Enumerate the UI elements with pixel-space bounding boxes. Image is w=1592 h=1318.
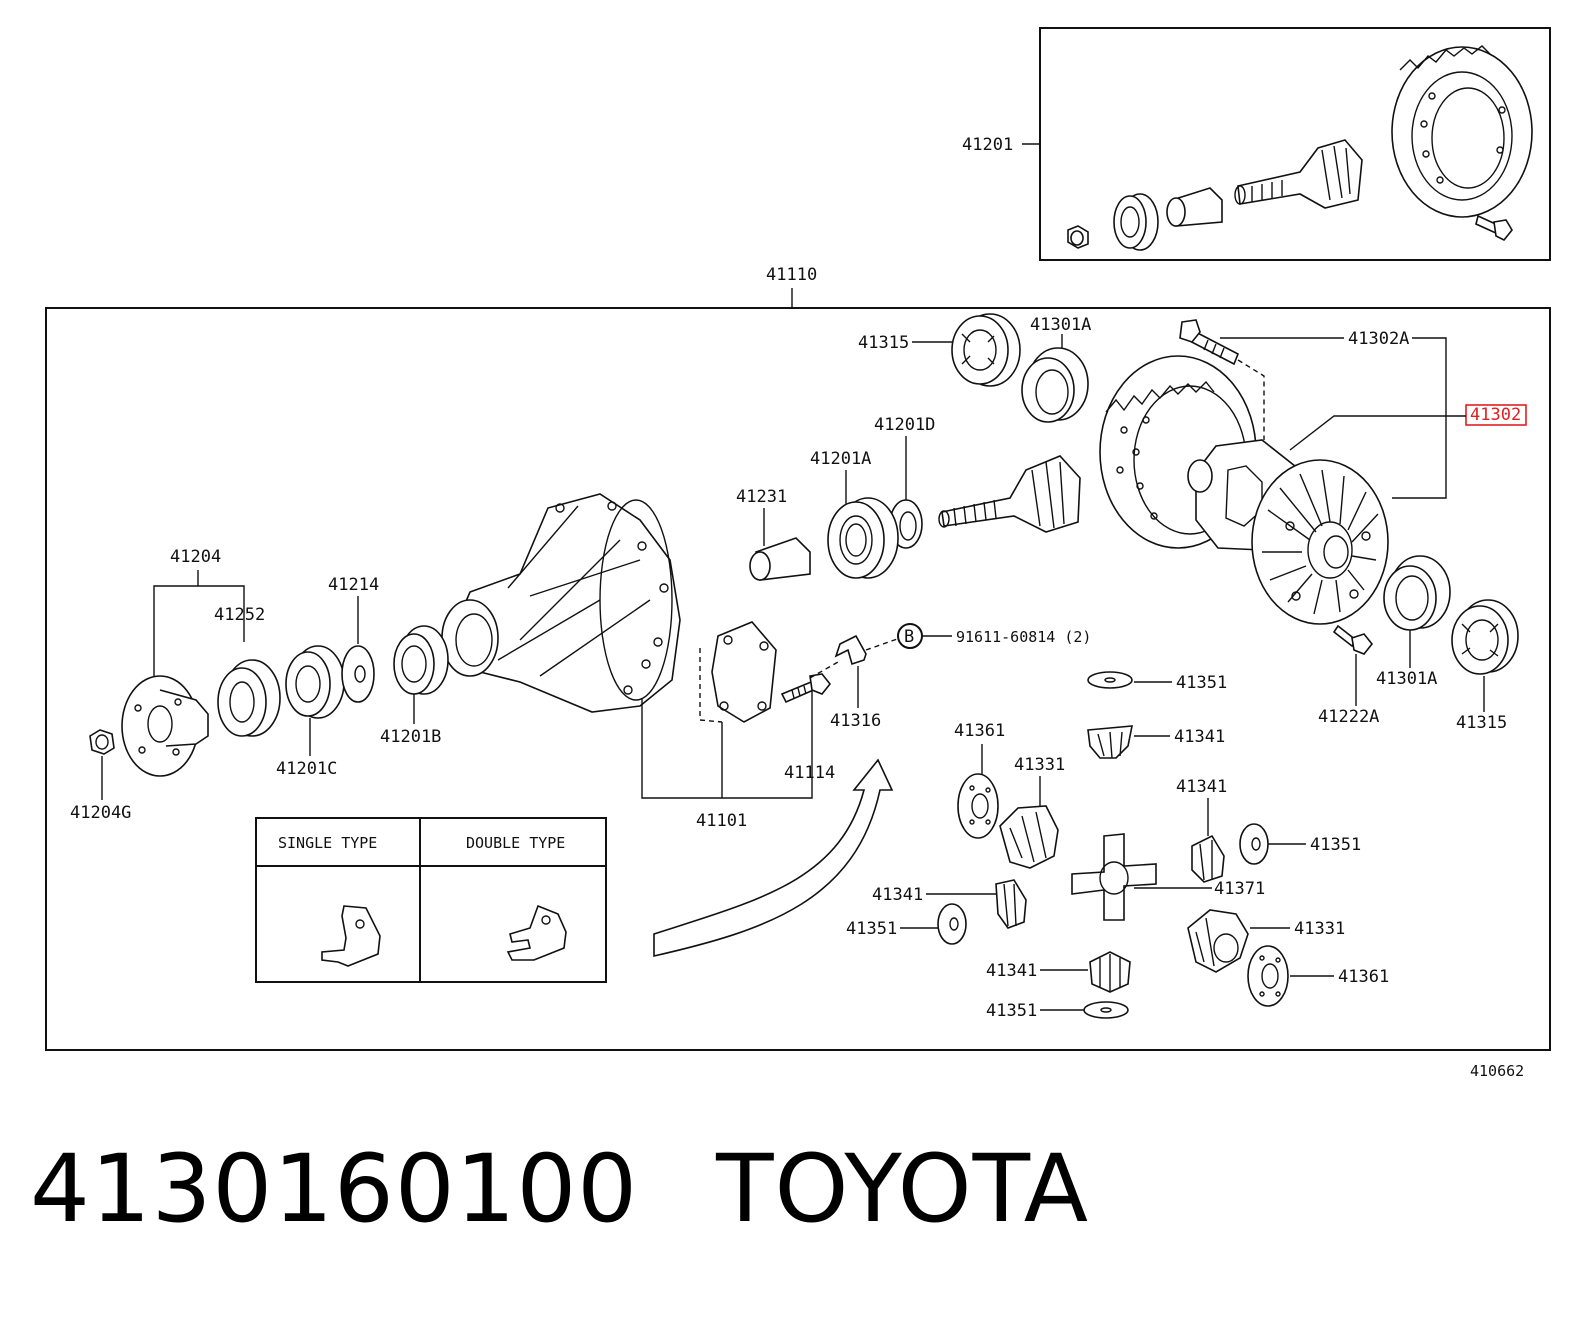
part-41341-pinion-3 (995, 879, 1027, 929)
part-41204-flange (121, 675, 209, 777)
part-41315-bottom-bearing (1451, 599, 1519, 675)
part-41316-lock (834, 634, 867, 666)
part-41201A-bearing (827, 497, 899, 579)
part-41231-spacer (749, 537, 811, 581)
part-diff-cover (1251, 459, 1389, 625)
part-41341-pinion-1 (1087, 725, 1133, 759)
label-41341-2[interactable]: 41341 (1176, 777, 1227, 797)
label-41315-top[interactable]: 41315 (858, 333, 909, 353)
inset-ring-gear (1391, 45, 1533, 218)
label-41204G[interactable]: 41204G (70, 803, 131, 823)
label-41204[interactable]: 41204 (170, 547, 221, 567)
label-41331-1[interactable]: 41331 (1014, 755, 1065, 775)
label-41201D[interactable]: 41201D (874, 415, 935, 435)
type-table: SINGLE TYPE DOUBLE TYPE (255, 817, 607, 983)
highlight-41302 (1465, 404, 1527, 426)
ref-B-letter: B (904, 627, 914, 647)
label-41351-2[interactable]: 41351 (1310, 835, 1361, 855)
footer-brand: TOYOTA (716, 1135, 1090, 1244)
inset-pinion (1234, 139, 1363, 209)
label-41316[interactable]: 41316 (830, 711, 881, 731)
label-41214[interactable]: 41214 (328, 575, 379, 595)
inset-nut (1067, 225, 1089, 249)
label-41371[interactable]: 41371 (1214, 879, 1265, 899)
part-41331-side-gear-2 (1187, 909, 1249, 973)
part-41214-washer (341, 645, 375, 703)
label-41351-3[interactable]: 41351 (846, 919, 897, 939)
part-41114-bolt (780, 673, 832, 704)
label-41201B[interactable]: 41201B (380, 727, 441, 747)
label-41341-1[interactable]: 41341 (1174, 727, 1225, 747)
label-41201C[interactable]: 41201C (276, 759, 337, 779)
table-header-single: SINGLE TYPE (278, 834, 377, 852)
part-41252-deflector (217, 659, 281, 737)
part-41361-washer-1 (957, 773, 999, 839)
label-91611-60814[interactable]: 91611-60814 (2) (956, 628, 1091, 646)
label-41101[interactable]: 41101 (696, 811, 747, 831)
label-41301A-bottom[interactable]: 41301A (1376, 669, 1437, 689)
label-41201A[interactable]: 41201A (810, 449, 871, 469)
label-41302[interactable]: 41302 (1470, 405, 1521, 425)
label-41351-4[interactable]: 41351 (986, 1001, 1037, 1021)
label-41252[interactable]: 41252 (214, 605, 265, 625)
label-41201[interactable]: 41201 (962, 135, 1013, 155)
label-41302A[interactable]: 41302A (1348, 329, 1409, 349)
label-41231[interactable]: 41231 (736, 487, 787, 507)
main-box (45, 307, 1551, 1051)
part-41301A-top-race (1021, 347, 1089, 423)
diagram-number: 410662 (1470, 1062, 1524, 1080)
part-41351-washer-2 (1239, 823, 1269, 865)
part-41361-washer-2 (1247, 945, 1289, 1007)
label-41315-bottom[interactable]: 41315 (1456, 713, 1507, 733)
footer-caption: 4130160100 TOYOTA (30, 1135, 1167, 1244)
part-41222A-bolt (1332, 624, 1374, 655)
part-41351-washer-4 (1083, 1001, 1129, 1019)
single-type-lock (321, 905, 381, 967)
footer-part-number: 4130160100 (30, 1135, 639, 1244)
double-type-lock (506, 904, 567, 961)
part-41351-washer-1 (1087, 671, 1133, 689)
part-41201C-seal (285, 645, 345, 719)
arrow (653, 758, 894, 958)
label-41114[interactable]: 41114 (784, 763, 835, 783)
part-41204G-nut (89, 729, 115, 755)
label-41331-2[interactable]: 41331 (1294, 919, 1345, 939)
part-bearing-cap (711, 621, 777, 723)
part-41301A-bottom-race (1383, 555, 1451, 631)
label-41361-1[interactable]: 41361 (954, 721, 1005, 741)
part-41302A-bolt (1179, 319, 1240, 366)
part-41351-washer-3 (937, 903, 967, 945)
part-pinion-gear (938, 455, 1081, 533)
inset-bolt (1475, 214, 1513, 242)
inset-spacer (1166, 187, 1223, 227)
label-41301A-top[interactable]: 41301A (1030, 315, 1091, 335)
label-41351-1[interactable]: 41351 (1176, 673, 1227, 693)
label-41341-4[interactable]: 41341 (986, 961, 1037, 981)
label-41222A[interactable]: 41222A (1318, 707, 1379, 727)
table-header-double: DOUBLE TYPE (466, 834, 565, 852)
part-41201B-bearing (393, 625, 449, 695)
part-41331-side-gear-1 (999, 805, 1059, 869)
part-41371-spider (1071, 833, 1157, 921)
part-41341-pinion-4 (1089, 951, 1131, 993)
part-41341-pinion-2 (1191, 834, 1225, 883)
label-41361-2[interactable]: 41361 (1338, 967, 1389, 987)
part-41101-housing (441, 493, 681, 713)
inset-bearing (1113, 193, 1159, 251)
part-41315-top-bearing (951, 313, 1021, 387)
label-41341-3[interactable]: 41341 (872, 885, 923, 905)
label-41110[interactable]: 41110 (766, 265, 817, 285)
